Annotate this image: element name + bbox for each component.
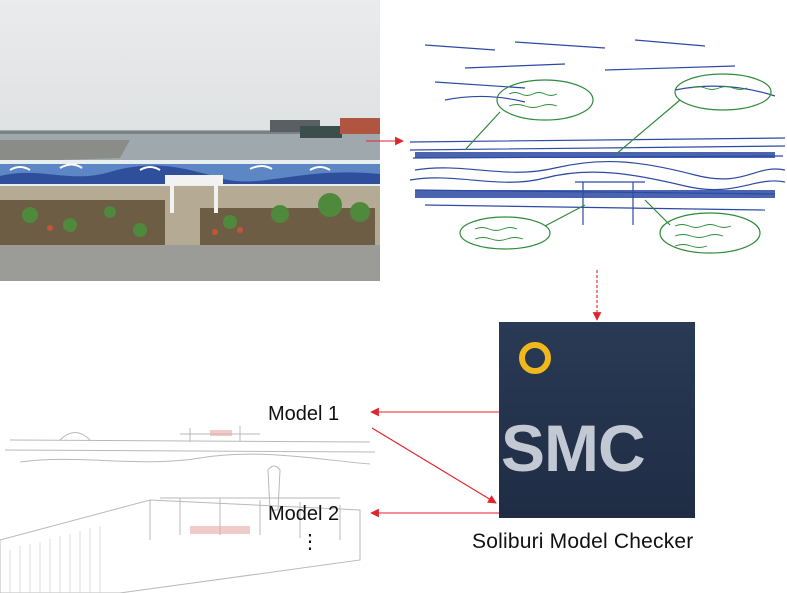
caption: Soliburi Model Checker xyxy=(472,530,694,553)
harbor-photo xyxy=(0,0,380,281)
smc-logo xyxy=(499,322,695,518)
model-2-label: Model 2 xyxy=(268,503,340,525)
model-1-label: Model 1 xyxy=(268,403,340,425)
pencil-sketch xyxy=(0,330,380,593)
ring-icon xyxy=(519,342,551,374)
arrow-model1-to-smc xyxy=(371,427,497,504)
blue-sketch xyxy=(405,30,787,285)
smc-logo-text: SMC xyxy=(501,411,646,485)
